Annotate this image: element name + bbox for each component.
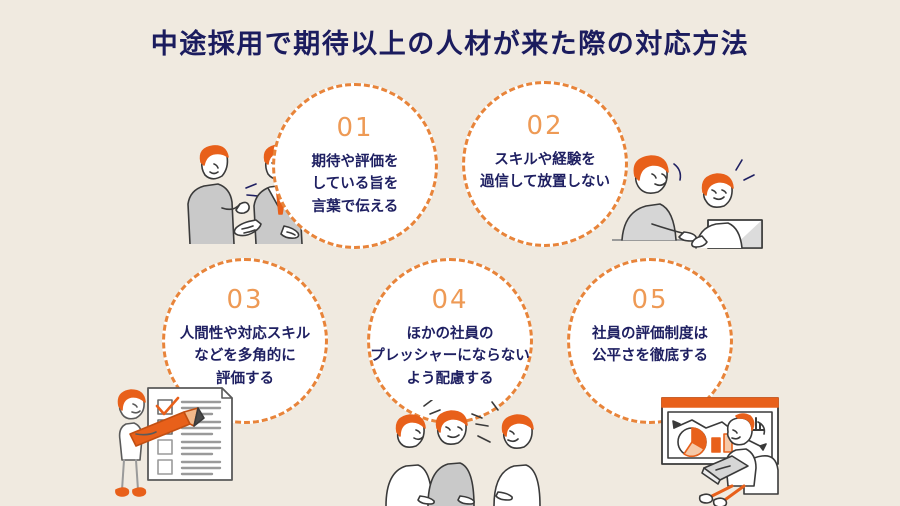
three-colleagues-group-icon [372,400,552,506]
step-text-line: 評価する [216,370,274,387]
step-text-line: している旨を [311,176,399,193]
page-title: 中途採用で期待以上の人材が来た際の対応方法 [150,29,750,60]
step-text-line: よう配慮する [406,370,494,387]
step-text-line: 公平さを徹底する [592,348,708,365]
step-number-01: 01 [336,113,374,143]
step-circle-04[interactable]: 04 ほかの社員の プレッシャーにならない よう配慮する [367,258,533,424]
step-text-line: 期待や評価を [311,154,399,170]
step-circle-05[interactable]: 05 社員の評価制度は 公平さを徹底する [567,258,733,424]
person-laptop-presentation-board-icon [648,386,828,506]
step-text-05: 社員の評価制度は 公平さを徹底する [592,323,708,368]
step-number-04: 04 [431,285,469,315]
step-text-line: 過信して放置しない [479,174,611,191]
step-text-line: などを多角的に [194,348,296,365]
step-text-line: プレッシャーにならない [370,348,530,365]
two-people-at-desk-icon [612,136,782,256]
person-with-pencil-checklist-icon [100,378,280,504]
step-text-02: スキルや経験を 過信して放置しない [480,149,610,194]
step-text-line: 社員の評価制度は [592,326,708,342]
step-circle-02[interactable]: 02 スキルや経験を 過信して放置しない [462,81,628,247]
step-text-03: 人間性や対応スキル などを多角的に 評価する [180,323,311,390]
step-text-line: 人間性や対応スキル [179,326,311,342]
step-number-02: 02 [526,111,564,141]
step-text-line: スキルや経験を [494,152,596,168]
step-number-05: 05 [631,285,669,315]
step-text-01: 期待や評価を している旨を 言葉で伝える [312,151,399,218]
step-text-line: ほかの社員の [406,326,494,342]
step-text-04: ほかの社員の プレッシャーにならない よう配慮する [370,323,530,390]
step-text-line: 言葉で伝える [311,198,399,215]
step-number-03: 03 [226,285,264,315]
step-circle-01[interactable]: 01 期待や評価を している旨を 言葉で伝える [272,83,438,249]
